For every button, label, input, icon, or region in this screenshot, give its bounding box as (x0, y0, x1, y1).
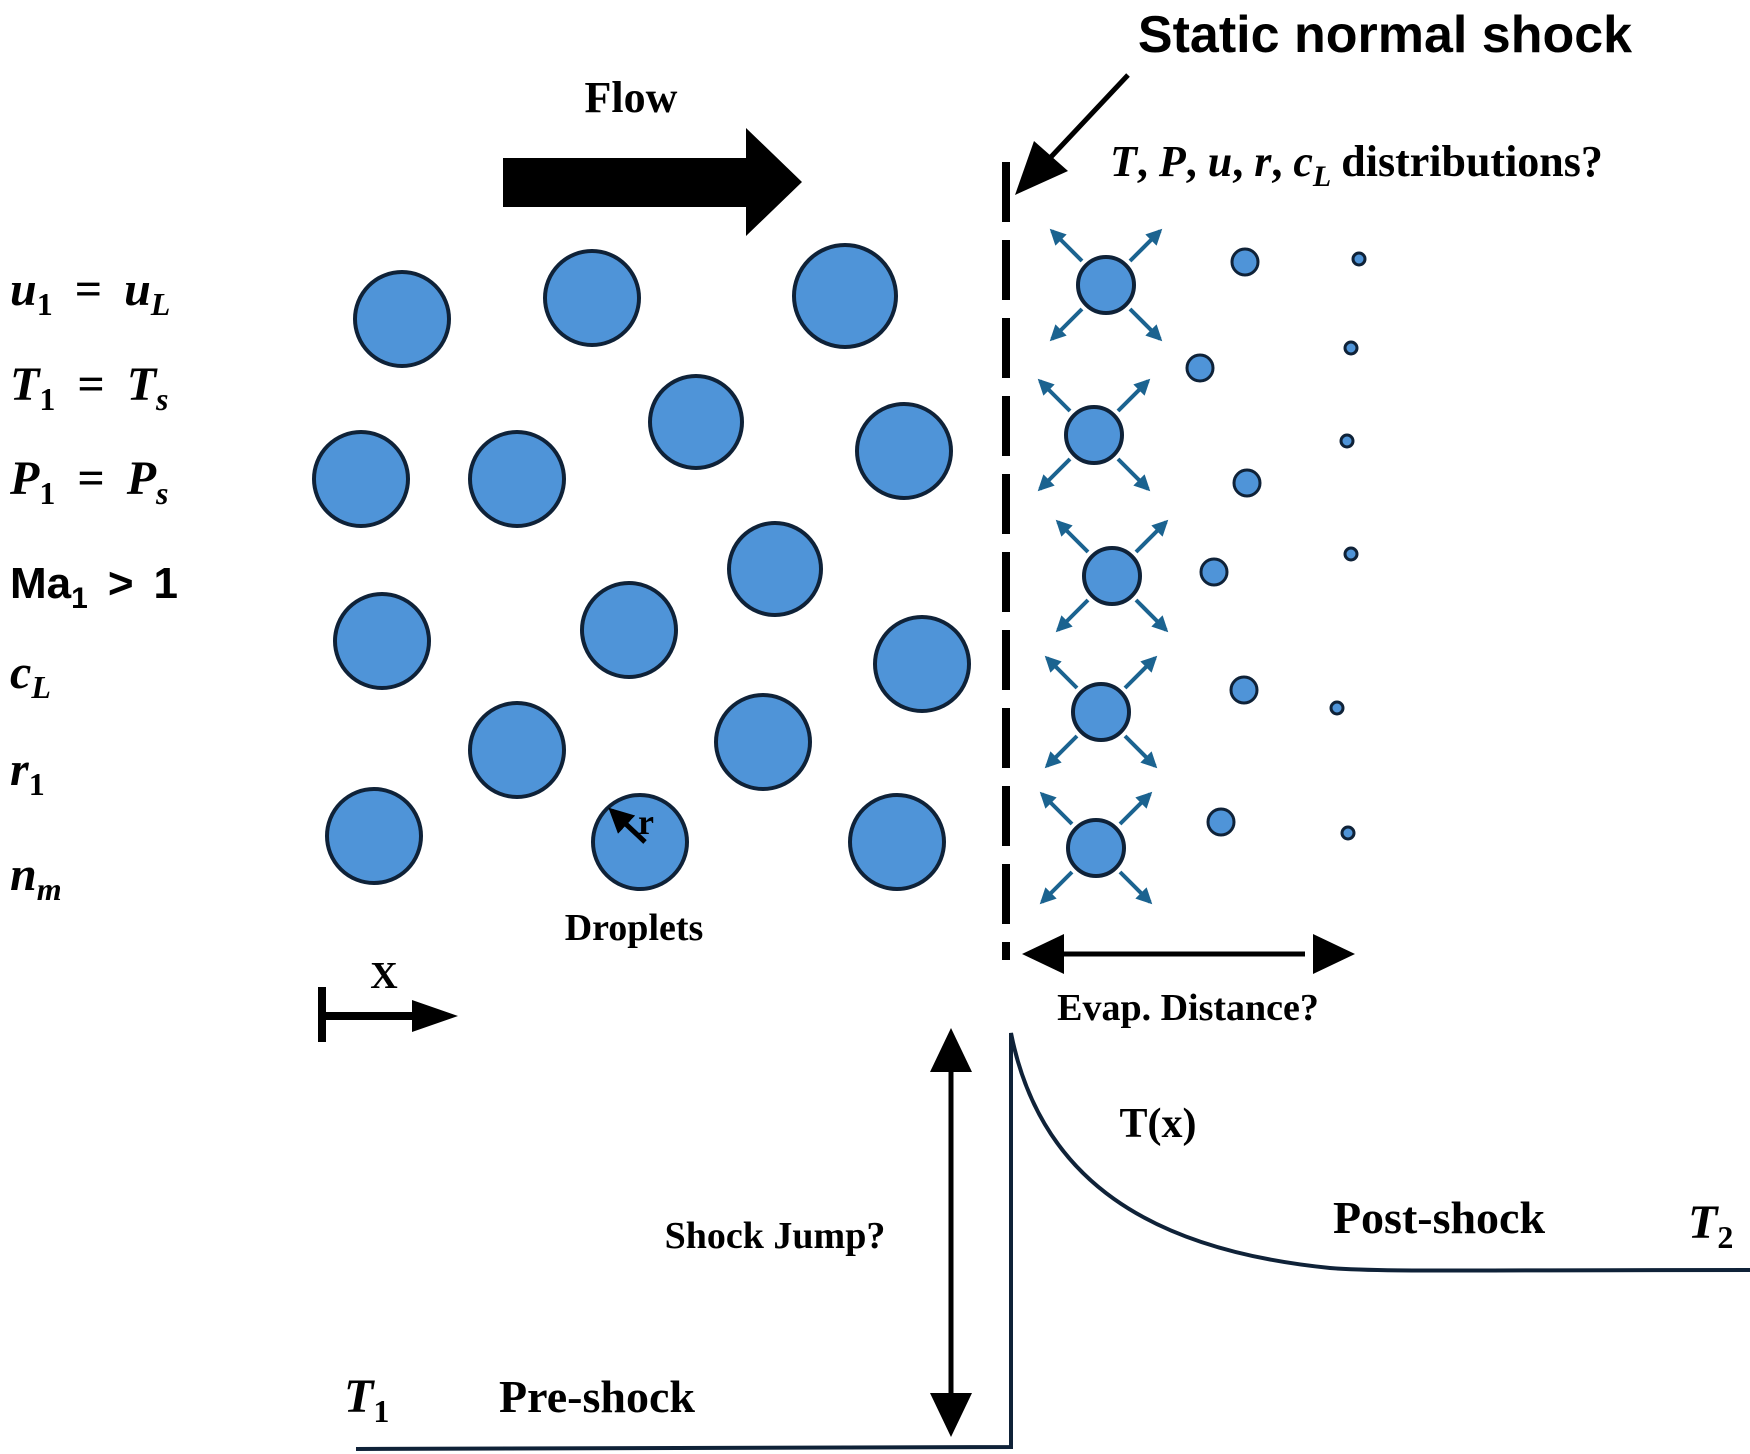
pre-shock-label: Pre-shock (499, 1371, 695, 1422)
small-droplet (1343, 340, 1359, 356)
shrinking-droplets (1185, 247, 1367, 841)
droplet (855, 402, 953, 500)
condition-mach: Ma1>1 (10, 559, 178, 615)
droplet (580, 581, 678, 679)
evaporating-droplet (1055, 519, 1169, 633)
condition-liquid-concentration: cL (10, 646, 51, 705)
small-droplet (1329, 700, 1345, 716)
upstream-conditions: u1=uL T1=Ts P1=Ps Ma1>1 cL r1 nm (9, 263, 178, 907)
shock-jump-arrow (930, 1028, 972, 1437)
evaporation-distance-arrow (1022, 934, 1355, 974)
condition-radius: r1 (10, 743, 45, 802)
condition-temperature: T1=Ts (10, 358, 168, 417)
small-droplet (1232, 468, 1262, 498)
droplet (727, 521, 823, 617)
t1-label: T1 (344, 1370, 389, 1429)
droplet (873, 615, 971, 713)
diagram-title: Static normal shock (1138, 6, 1632, 64)
post-shock-label: Post-shock (1333, 1192, 1546, 1243)
droplet (333, 592, 431, 690)
x-axis-label: X (370, 955, 397, 997)
shock-jump-label: Shock Jump? (665, 1215, 886, 1257)
flow-label: Flow (585, 73, 678, 122)
title-pointer-arrow (1015, 73, 1130, 195)
evaporating-droplet (1049, 228, 1163, 342)
flow-arrow (503, 128, 802, 236)
condition-pressure: P1=Ps (9, 452, 168, 511)
small-droplet (1339, 433, 1355, 449)
condition-number-density: nm (10, 848, 62, 907)
small-droplet (1185, 353, 1215, 383)
upstream-droplets (312, 243, 971, 891)
evaporating-droplet (1044, 655, 1158, 769)
droplet (353, 270, 451, 368)
small-droplet (1351, 251, 1367, 267)
small-droplet (1343, 546, 1359, 562)
droplet (848, 793, 946, 891)
small-droplet (1230, 247, 1260, 277)
x-direction-arrow (318, 987, 458, 1042)
evaporating-droplet (1037, 378, 1151, 492)
evaporating-droplets (1037, 228, 1169, 905)
droplets-label: Droplets (565, 907, 704, 949)
droplet (325, 787, 423, 885)
small-droplet (1199, 557, 1229, 587)
evap-distance-label: Evap. Distance? (1057, 987, 1319, 1029)
droplet (468, 701, 566, 799)
small-droplet (1229, 675, 1259, 705)
temperature-function-label: T(x) (1120, 1101, 1197, 1147)
droplet (714, 693, 812, 791)
droplet (468, 430, 566, 528)
droplet (543, 249, 641, 347)
droplet (792, 243, 898, 349)
small-droplet (1206, 807, 1236, 837)
evaporating-droplet (1039, 791, 1153, 905)
small-droplet (1340, 825, 1356, 841)
radius-arrow (608, 807, 647, 844)
condition-velocity: u1=uL (10, 263, 170, 322)
t2-label: T2 (1688, 1196, 1733, 1255)
droplet (648, 374, 744, 470)
radius-label: r (638, 802, 654, 842)
droplet (312, 430, 410, 528)
temperature-profile-curve (355, 1032, 1750, 1451)
